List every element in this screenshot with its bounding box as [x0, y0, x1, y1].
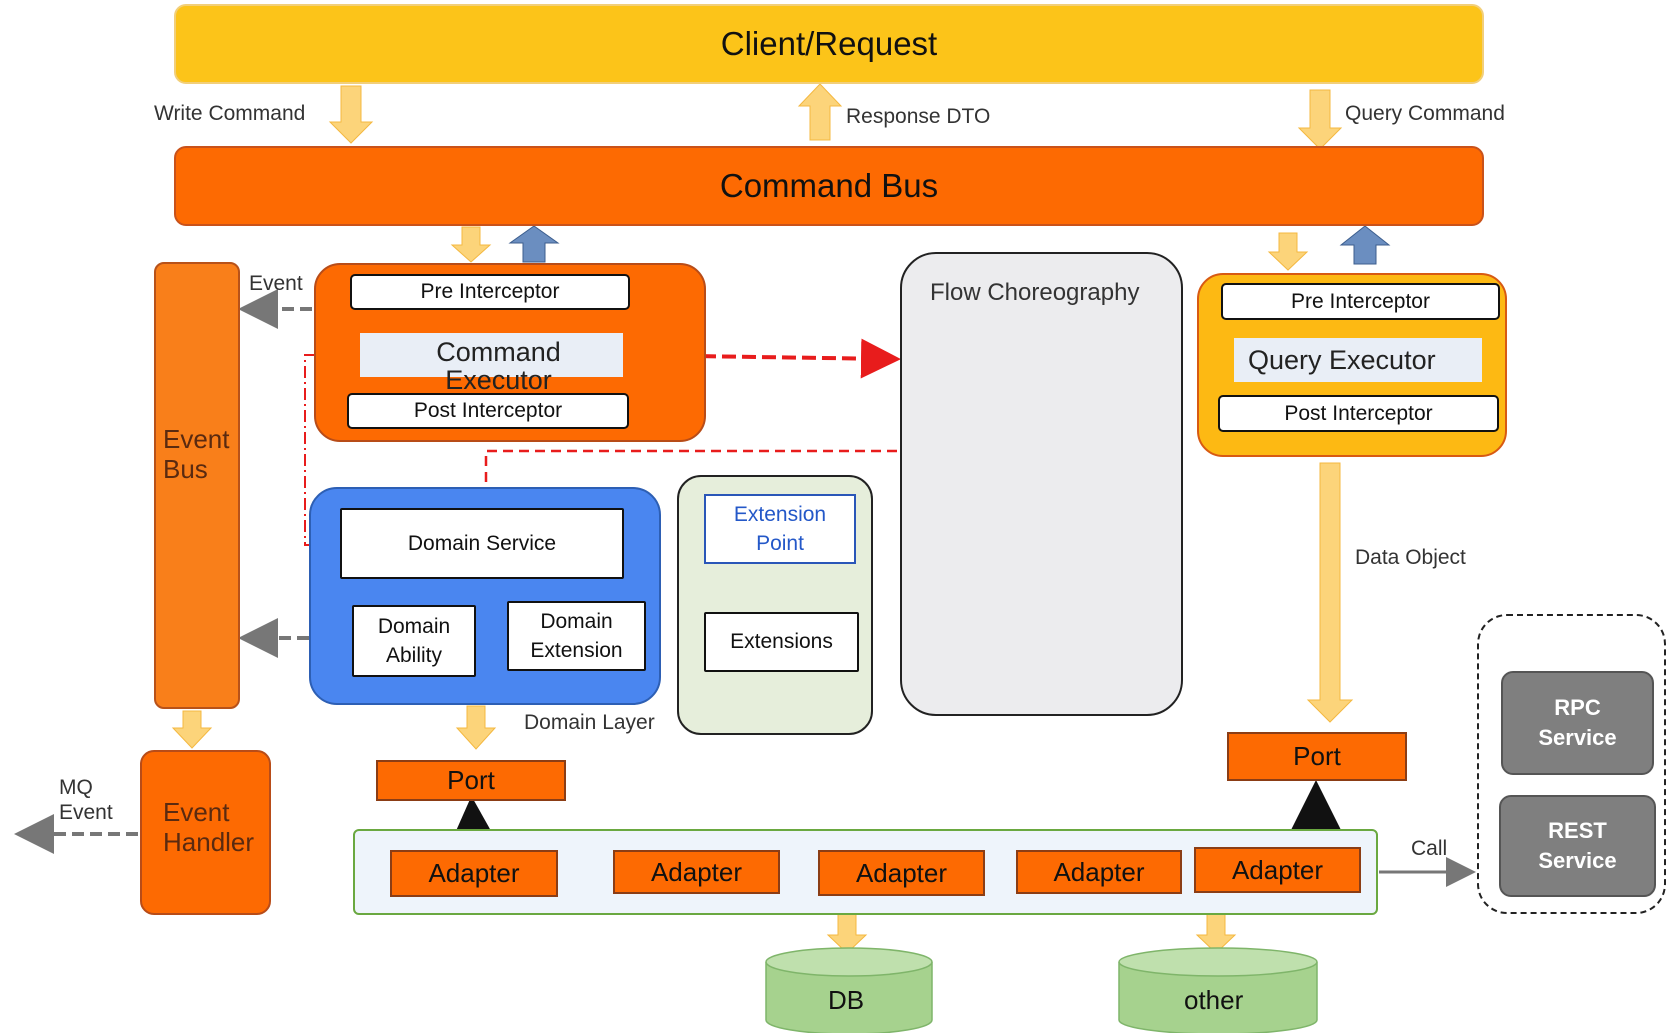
event-handler-label: Event Handler — [163, 797, 254, 857]
bus-to-command-arrow — [450, 226, 492, 263]
adapter-1: Adapter — [390, 850, 558, 897]
command-to-bus-arrow — [508, 225, 560, 263]
query-command-arrow — [1297, 89, 1343, 150]
command-pre-interceptor-label: Pre Interceptor — [420, 280, 560, 303]
other-cylinder — [1118, 947, 1318, 1033]
adapter-4-label: Adapter — [1053, 856, 1145, 887]
db-label: DB — [828, 985, 865, 1015]
port-right-label: Port — [1293, 741, 1341, 771]
event-handler — [140, 750, 271, 915]
domain-ability-line1: Domain — [377, 615, 451, 638]
mq-event-line1: MQ — [59, 776, 93, 799]
adapter-to-other-arrow — [1195, 913, 1237, 954]
port-right: Port — [1227, 732, 1407, 781]
client-request-title: Client/Request — [720, 25, 938, 62]
port-left: Port — [376, 760, 566, 801]
query-to-bus-arrow — [1339, 225, 1391, 265]
event-bus — [154, 262, 240, 709]
write-command-label: Write Command — [154, 102, 306, 125]
response-dto-label: Response DTO — [846, 105, 991, 128]
event-bus-line2: Bus — [163, 454, 208, 484]
adapter-1-label: Adapter — [428, 858, 520, 888]
bus-to-query-arrow — [1267, 232, 1309, 271]
rest-service-line1: REST — [1548, 818, 1607, 843]
rest-service-line2: Service — [1538, 848, 1617, 873]
domain-service-label: Domain Service — [407, 531, 557, 555]
db-cylinder — [765, 947, 933, 1033]
adapter-2-label: Adapter — [650, 856, 743, 887]
query-pre-interceptor-label: Pre Interceptor — [1291, 289, 1430, 313]
event-bus-line1: Event — [163, 424, 230, 454]
event-handler-line1: Event — [163, 797, 230, 827]
command-bus-title: Command Bus — [719, 167, 939, 204]
extensions-label: Extensions — [730, 630, 833, 653]
query-post-interceptor-label: Post Interceptor — [1284, 401, 1433, 425]
event-label: Event — [249, 272, 303, 295]
mq-event-line2: Event — [59, 801, 113, 824]
domain-extension-line2: Extension — [530, 639, 623, 662]
mq-event-label: MQ Event — [59, 775, 113, 825]
adapter-3: Adapter — [818, 850, 985, 896]
write-command-arrow — [328, 85, 374, 144]
rpc-service-line2: Service — [1538, 725, 1617, 750]
command-executor-line1: Command — [436, 337, 561, 367]
flow-choreography-title: Flow Choreography — [930, 279, 1140, 306]
client-request-bar: Client/Request — [174, 4, 1484, 84]
eventbus-to-handler-arrow — [171, 710, 213, 749]
domain-extension: Domain Extension — [507, 601, 646, 671]
domain-ability: Domain Ability — [352, 605, 476, 677]
domain-service: Domain Service — [340, 508, 624, 579]
domain-extension-line1: Domain — [540, 610, 613, 633]
event-bus-label: Event Bus — [163, 424, 230, 484]
command-executor: Command Executor — [360, 333, 623, 395]
domain-layer-label: Domain Layer — [524, 711, 655, 734]
other-label: other — [1184, 985, 1244, 1015]
flow-choreography-group — [900, 252, 1183, 716]
command-post-interceptor-label: Post Interceptor — [413, 399, 563, 422]
external-services-group — [1477, 614, 1666, 914]
query-post-interceptor: Post Interceptor — [1218, 395, 1499, 432]
adapter-5-label: Adapter — [1231, 854, 1324, 885]
adapter-4: Adapter — [1016, 850, 1182, 894]
adapter-3-label: Adapter — [855, 857, 948, 888]
command-executor-line2: Executor — [445, 365, 552, 395]
adapter-to-db-arrow — [826, 913, 868, 954]
rpc-service-line1: RPC — [1554, 695, 1601, 720]
extension-point-line2: Point — [756, 532, 804, 555]
call-label: Call — [1411, 837, 1448, 860]
adapter-2: Adapter — [613, 850, 780, 894]
extension-point: Extension Point — [704, 494, 856, 564]
data-object-label: Data Object — [1355, 546, 1466, 569]
rpc-service: RPC Service — [1501, 671, 1654, 775]
extensions-box: Extensions — [704, 612, 859, 672]
data-object-arrow — [1306, 462, 1354, 723]
domain-to-port-arrow — [455, 705, 497, 750]
event-handler-line2: Handler — [163, 827, 255, 857]
query-command-label: Query Command — [1345, 102, 1505, 125]
domain-ability-line2: Ability — [385, 644, 443, 667]
command-bus-bar: Command Bus — [174, 146, 1484, 226]
command-pre-interceptor: Pre Interceptor — [350, 274, 630, 310]
response-dto-arrow — [797, 83, 843, 141]
rest-service: REST Service — [1499, 795, 1656, 897]
extension-point-line1: Extension — [733, 503, 827, 526]
query-pre-interceptor: Pre Interceptor — [1221, 283, 1500, 320]
port-left-label: Port — [447, 765, 495, 795]
command-post-interceptor: Post Interceptor — [347, 393, 629, 429]
query-executor: Query Executor — [1234, 338, 1482, 382]
adapter-5: Adapter — [1194, 847, 1361, 893]
query-executor-label: Query Executor — [1248, 344, 1436, 375]
